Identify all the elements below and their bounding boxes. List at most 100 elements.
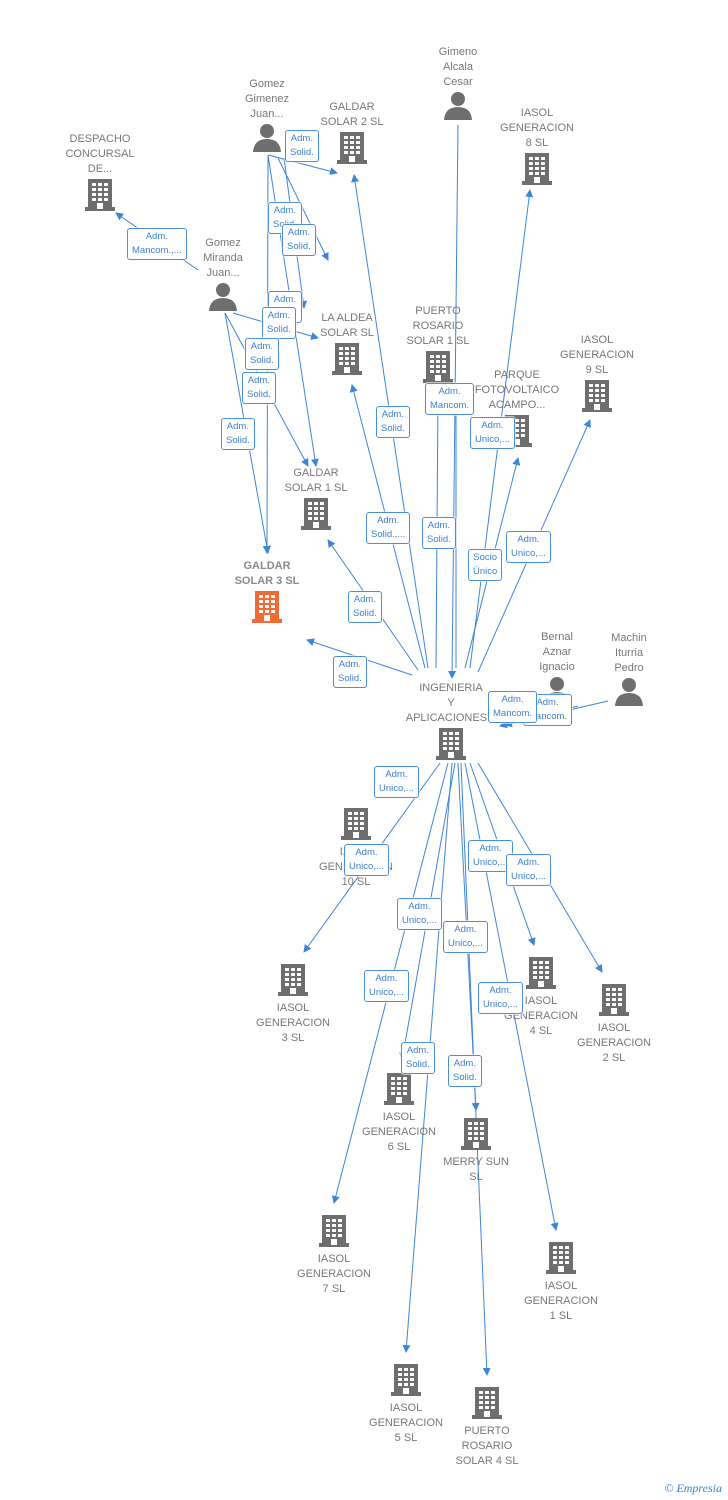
node-gimeno[interactable]: Gimeno Alcala Cesar xyxy=(403,45,513,125)
building-icon xyxy=(461,1116,491,1155)
relation-label[interactable]: Adm. Solid. xyxy=(245,338,279,370)
relation-label[interactable]: Adm. Solid. xyxy=(448,1055,482,1087)
node-gomez-gimenez[interactable]: Gomez Gimenez Juan... xyxy=(212,77,322,157)
relation-label[interactable]: Adm. Unico,... xyxy=(470,417,515,449)
person-icon xyxy=(208,281,238,316)
relation-label[interactable]: Adm. Unico,... xyxy=(344,844,389,876)
building-icon xyxy=(526,955,556,994)
node-label: Gomez Gimenez Juan... xyxy=(244,78,290,120)
node-label: PARQUE FOTOVOLTAICO ACAMPO... xyxy=(474,369,560,411)
relation-label[interactable]: Adm. Unico,... xyxy=(397,898,442,930)
node-machin[interactable]: Machin Iturria Pedro xyxy=(574,631,684,711)
node-iasol1[interactable]: IASOL GENERACION 1 SL xyxy=(506,1240,616,1324)
node-label: MERRY SUN SL xyxy=(443,1156,509,1183)
node-iasol8[interactable]: IASOL GENERACION 8 SL xyxy=(482,106,592,190)
node-ingenieria[interactable]: INGENIERIA Y APLICACIONES... xyxy=(396,681,506,765)
building-icon xyxy=(472,1385,502,1424)
relation-label[interactable]: Adm. Solid. xyxy=(285,130,319,162)
building-icon xyxy=(301,496,331,535)
person-icon xyxy=(614,676,644,711)
building-icon xyxy=(546,1240,576,1279)
node-label: IASOL GENERACION 9 SL xyxy=(560,334,634,376)
node-rosario4[interactable]: PUERTO ROSARIO SOLAR 4 SL xyxy=(432,1385,542,1469)
building-icon xyxy=(384,1071,414,1110)
node-label: GALDAR SOLAR 1 SL xyxy=(284,467,348,494)
node-label: IASOL GENERACION 4 SL xyxy=(504,995,578,1037)
node-label: Machin Iturria Pedro xyxy=(611,632,647,674)
relation-label[interactable]: Socio Único xyxy=(468,549,503,581)
relation-edge xyxy=(267,154,338,176)
building-icon xyxy=(319,1213,349,1252)
relation-label[interactable]: Adm. Unico,... xyxy=(506,531,551,563)
node-iasol6[interactable]: IASOL GENERACION 6 SL xyxy=(344,1071,454,1155)
building-icon xyxy=(341,806,371,845)
empresia-logo[interactable]: © Empresia xyxy=(664,1481,722,1496)
node-label: IASOL GENERACION 2 SL xyxy=(577,1022,651,1064)
relation-label[interactable]: Adm. Unico,... xyxy=(374,766,419,798)
node-label: GALDAR SOLAR 3 SL xyxy=(234,560,300,587)
node-iasol9[interactable]: IASOL GENERACION 9 SL xyxy=(542,333,652,417)
node-iasol4[interactable]: IASOL GENERACION 4 SL xyxy=(486,955,596,1039)
node-rosario1[interactable]: PUERTO ROSARIO SOLAR 1 SL xyxy=(383,304,493,388)
building-icon xyxy=(391,1362,421,1401)
node-label: Gimeno Alcala Cesar xyxy=(438,46,478,88)
relation-label[interactable]: Adm. Solid. xyxy=(221,418,255,450)
relation-label[interactable]: Adm. Solid. xyxy=(401,1042,435,1074)
node-label: IASOL GENERACION 7 SL xyxy=(297,1253,371,1295)
node-galdar1[interactable]: GALDAR SOLAR 1 SL xyxy=(261,466,371,535)
relation-label[interactable]: Adm. Solid. xyxy=(376,406,410,438)
building-icon xyxy=(436,726,466,765)
relation-label[interactable]: Adm. Unico,... xyxy=(506,854,551,886)
node-merry[interactable]: MERRY SUN SL xyxy=(421,1116,531,1185)
node-label: Bernal Aznar Ignacio xyxy=(539,631,575,673)
relation-label[interactable]: Adm. Solid. xyxy=(333,656,367,688)
relation-label[interactable]: Adm. Mancom. xyxy=(488,691,538,723)
node-label: IASOL GENERACION 1 SL xyxy=(524,1280,598,1322)
node-despacho[interactable]: DESPACHO CONCURSAL DE... xyxy=(45,132,155,216)
node-galdar2[interactable]: GALDAR SOLAR 2 SL xyxy=(297,100,407,169)
relation-label[interactable]: Adm. Solid. xyxy=(262,307,296,339)
relation-label[interactable]: Adm. Solid. xyxy=(242,372,276,404)
building-icon xyxy=(85,177,115,216)
brand-name: Empresia xyxy=(676,1481,722,1495)
building-icon xyxy=(522,151,552,190)
node-label: IASOL GENERACION 6 SL xyxy=(362,1111,436,1153)
node-label: IASOL GENERACION 8 SL xyxy=(500,107,574,149)
person-icon xyxy=(252,122,282,157)
node-label: DESPACHO CONCURSAL DE... xyxy=(65,133,135,175)
node-iasol3[interactable]: IASOL GENERACION 3 SL xyxy=(238,962,348,1046)
node-label: IASOL GENERACION 5 SL xyxy=(369,1402,443,1444)
relation-label[interactable]: Adm. Solid.,... xyxy=(366,512,411,544)
copyright-symbol: © xyxy=(664,1481,674,1495)
node-label: GALDAR SOLAR 2 SL xyxy=(320,101,384,128)
building-icon xyxy=(278,962,308,1001)
node-galdar3[interactable]: GALDAR SOLAR 3 SL xyxy=(212,559,322,628)
building-icon xyxy=(582,378,612,417)
node-iasol2[interactable]: IASOL GENERACION 2 SL xyxy=(559,982,669,1066)
node-label: INGENIERIA Y APLICACIONES... xyxy=(405,682,497,724)
node-iasol7[interactable]: IASOL GENERACION 7 SL xyxy=(279,1213,389,1297)
relation-label[interactable]: Adm. Mancom. xyxy=(425,383,475,415)
relation-label[interactable]: Adm. Unico,... xyxy=(478,982,523,1014)
relation-label[interactable]: Adm. Solid. xyxy=(422,517,456,549)
node-label: LA ALDEA SOLAR SL xyxy=(320,312,374,339)
person-icon xyxy=(443,90,473,125)
building-icon xyxy=(337,130,367,169)
node-label: Gomez Miranda Juan... xyxy=(203,237,243,279)
node-iasol5[interactable]: IASOL GENERACION 5 SL xyxy=(351,1362,461,1446)
building-icon xyxy=(332,341,362,380)
relation-label[interactable]: Adm. Unico,... xyxy=(364,970,409,1002)
relation-label[interactable]: Adm. Unico,... xyxy=(468,840,513,872)
building-icon xyxy=(423,349,453,388)
building-icon xyxy=(599,982,629,1021)
node-aldea[interactable]: LA ALDEA SOLAR SL xyxy=(292,311,402,380)
node-gomez-miranda[interactable]: Gomez Miranda Juan... xyxy=(168,236,278,316)
relation-label[interactable]: Adm. Solid. xyxy=(348,591,382,623)
node-label: IASOL GENERACION 3 SL xyxy=(256,1002,330,1044)
relation-label[interactable]: Adm. Unico,... xyxy=(443,921,488,953)
relation-label[interactable]: Adm. Solid. xyxy=(282,224,316,256)
relation-label[interactable]: Adm. Mancom.,... xyxy=(127,228,187,260)
building-icon xyxy=(252,589,282,628)
node-label: PUERTO ROSARIO SOLAR 1 SL xyxy=(406,305,470,347)
